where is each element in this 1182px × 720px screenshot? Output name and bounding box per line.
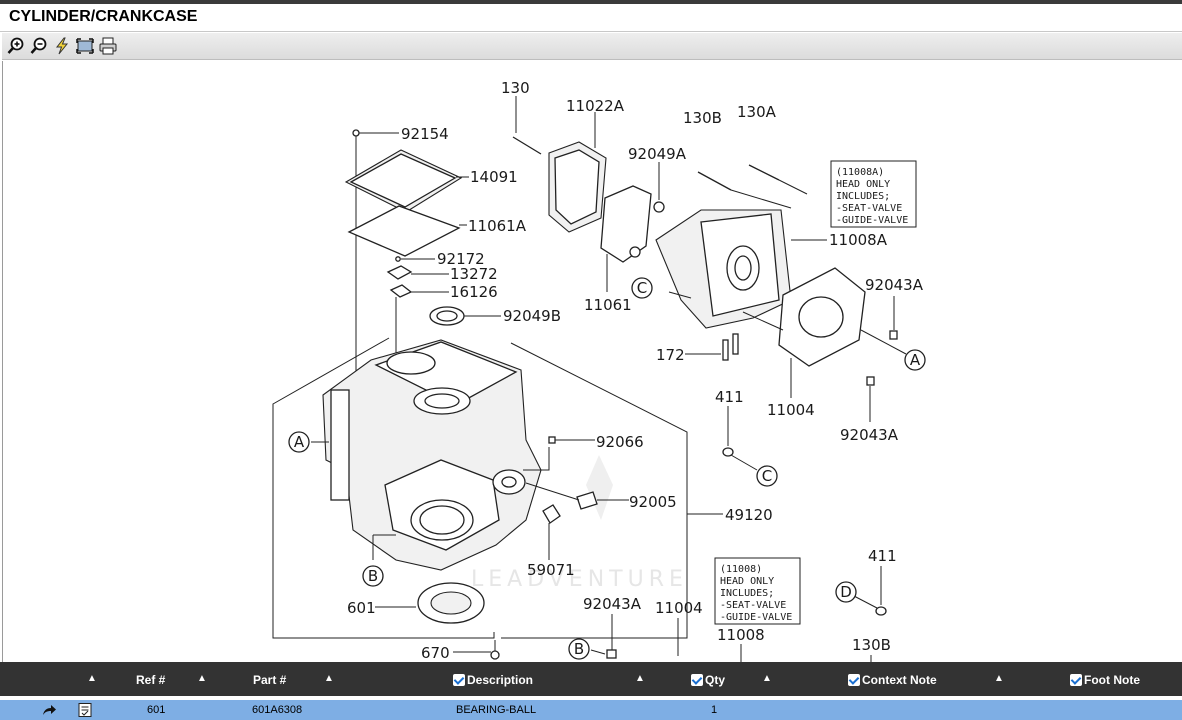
column-foot-note[interactable]: Foot Note <box>1070 673 1140 687</box>
part-label-11061[interactable]: 11061 <box>584 296 632 314</box>
part-label-11022a[interactable]: 11022A <box>566 97 625 115</box>
column-part[interactable]: Part # <box>253 673 287 687</box>
part-label-14091[interactable]: 14091 <box>470 168 518 186</box>
callout-b-bottom: B <box>568 638 590 660</box>
zoom-out-icon[interactable] <box>29 36 49 56</box>
zoom-in-icon[interactable] <box>6 36 26 56</box>
grid-spacer-row <box>0 696 1182 700</box>
sort-icon[interactable]: ▲ <box>635 673 645 684</box>
top-border <box>0 0 1182 4</box>
part-label-11004[interactable]: 11004 <box>655 599 703 617</box>
diagram-toolbar <box>2 33 1182 60</box>
part-label-11004[interactable]: 11004 <box>767 401 815 419</box>
part-label-92043a[interactable]: 92043A <box>840 426 899 444</box>
part-label-130b[interactable]: 130B <box>683 109 722 127</box>
part-label-92049b[interactable]: 92049B <box>503 307 561 325</box>
svg-text:-SEAT-VALVE: -SEAT-VALVE <box>836 203 902 214</box>
notes-icon[interactable] <box>77 702 93 718</box>
svg-text:(11008A): (11008A) <box>836 167 884 178</box>
part-label-16126[interactable]: 16126 <box>450 283 498 301</box>
note-box-11008a: (11008A) HEAD ONLY INCLUDES; -SEAT-VALVE… <box>830 160 917 228</box>
svg-text:-SEAT-VALVE: -SEAT-VALVE <box>720 600 786 611</box>
column-qty[interactable]: Qty <box>691 673 725 687</box>
page-title: CYLINDER/CRANKCASE <box>9 8 198 25</box>
checkbox-description[interactable] <box>453 674 465 686</box>
watermark-logo <box>586 455 613 520</box>
sort-icon[interactable]: ▲ <box>994 673 1004 684</box>
sort-icon[interactable]: ▲ <box>762 673 772 684</box>
part-label-601[interactable]: 601 <box>347 599 376 617</box>
svg-text:C: C <box>762 467 772 485</box>
watermark: LEADVENTURE <box>471 567 688 592</box>
part-label-92172[interactable]: 92172 <box>437 250 485 268</box>
part-label-411[interactable]: 411 <box>715 388 744 406</box>
callout-d: D <box>835 581 857 603</box>
callout-a-right: A <box>904 349 926 371</box>
parts-diagram[interactable]: LEADVENTURE <box>2 61 1182 662</box>
cell-qty: 1 <box>711 704 718 716</box>
svg-text:A: A <box>910 351 921 369</box>
part-label-92005[interactable]: 92005 <box>629 493 677 511</box>
part-label-13272[interactable]: 13272 <box>450 265 498 283</box>
svg-text:INCLUDES;: INCLUDES; <box>836 191 890 202</box>
svg-text:A: A <box>294 433 305 451</box>
part-label-92066[interactable]: 92066 <box>596 433 644 451</box>
callout-c-bottom: C <box>756 465 778 487</box>
title-bar: CYLINDER/CRANKCASE <box>0 4 1182 32</box>
part-label-130[interactable]: 130 <box>501 79 530 97</box>
note-box-11008: (11008) HEAD ONLY INCLUDES; -SEAT-VALVE … <box>714 557 801 625</box>
part-label-172[interactable]: 172 <box>656 346 685 364</box>
lightning-icon[interactable] <box>52 36 72 56</box>
callout-c-top: C <box>631 277 653 299</box>
sort-icon[interactable]: ▲ <box>197 673 207 684</box>
part-label-670[interactable]: 670 <box>421 644 450 662</box>
part-label-11008a[interactable]: 11008A <box>829 231 888 249</box>
arrow-redo-icon[interactable] <box>41 702 57 718</box>
fit-icon[interactable] <box>75 36 95 56</box>
part-label-92154[interactable]: 92154 <box>401 125 449 143</box>
svg-text:C: C <box>637 279 647 297</box>
part-label-11061a[interactable]: 11061A <box>468 217 527 235</box>
svg-text:-GUIDE-VALVE: -GUIDE-VALVE <box>720 612 792 623</box>
table-row[interactable]: 601 601A6308 BEARING-BALL 1 <box>0 700 1182 720</box>
part-label-92043a[interactable]: 92043A <box>583 595 642 613</box>
part-label-411[interactable]: 411 <box>868 547 897 565</box>
part-label-11008[interactable]: 11008 <box>717 626 765 644</box>
svg-text:INCLUDES;: INCLUDES; <box>720 588 774 599</box>
part-label-59071[interactable]: 59071 <box>527 561 575 579</box>
callout-b-left: B <box>362 565 384 587</box>
svg-text:B: B <box>368 567 378 585</box>
part-label-49120[interactable]: 49120 <box>725 506 773 524</box>
part-label-130a[interactable]: 130A <box>737 103 777 121</box>
checkbox-foot-note[interactable] <box>1070 674 1082 686</box>
svg-text:HEAD ONLY: HEAD ONLY <box>720 576 774 587</box>
sort-icon[interactable]: ▲ <box>324 673 334 684</box>
svg-text:D: D <box>840 583 852 601</box>
callout-a-left: A <box>288 431 310 453</box>
sort-icon[interactable]: ▲ <box>87 673 97 684</box>
cell-ref: 601 <box>147 704 166 716</box>
svg-text:HEAD ONLY: HEAD ONLY <box>836 179 890 190</box>
svg-text:(11008): (11008) <box>720 564 762 575</box>
column-ref[interactable]: Ref # <box>136 673 166 687</box>
svg-text:-GUIDE-VALVE: -GUIDE-VALVE <box>836 215 908 226</box>
cell-part[interactable]: 601A6308 <box>252 704 303 716</box>
svg-text:B: B <box>574 640 584 658</box>
checkbox-context-note[interactable] <box>848 674 860 686</box>
checkbox-qty[interactable] <box>691 674 703 686</box>
column-context-note[interactable]: Context Note <box>848 673 937 687</box>
part-label-92043a[interactable]: 92043A <box>865 276 924 294</box>
cell-description: BEARING-BALL <box>456 704 537 716</box>
part-label-130b[interactable]: 130B <box>852 636 891 654</box>
part-label-92049a[interactable]: 92049A <box>628 145 687 163</box>
column-description[interactable]: Description <box>453 673 533 687</box>
print-icon[interactable] <box>98 36 118 56</box>
parts-grid-header: ▲ Ref # ▲ Part # ▲ Description ▲ Qty ▲ C… <box>0 662 1182 696</box>
exploded-view-drawing: LEADVENTURE <box>272 79 926 662</box>
